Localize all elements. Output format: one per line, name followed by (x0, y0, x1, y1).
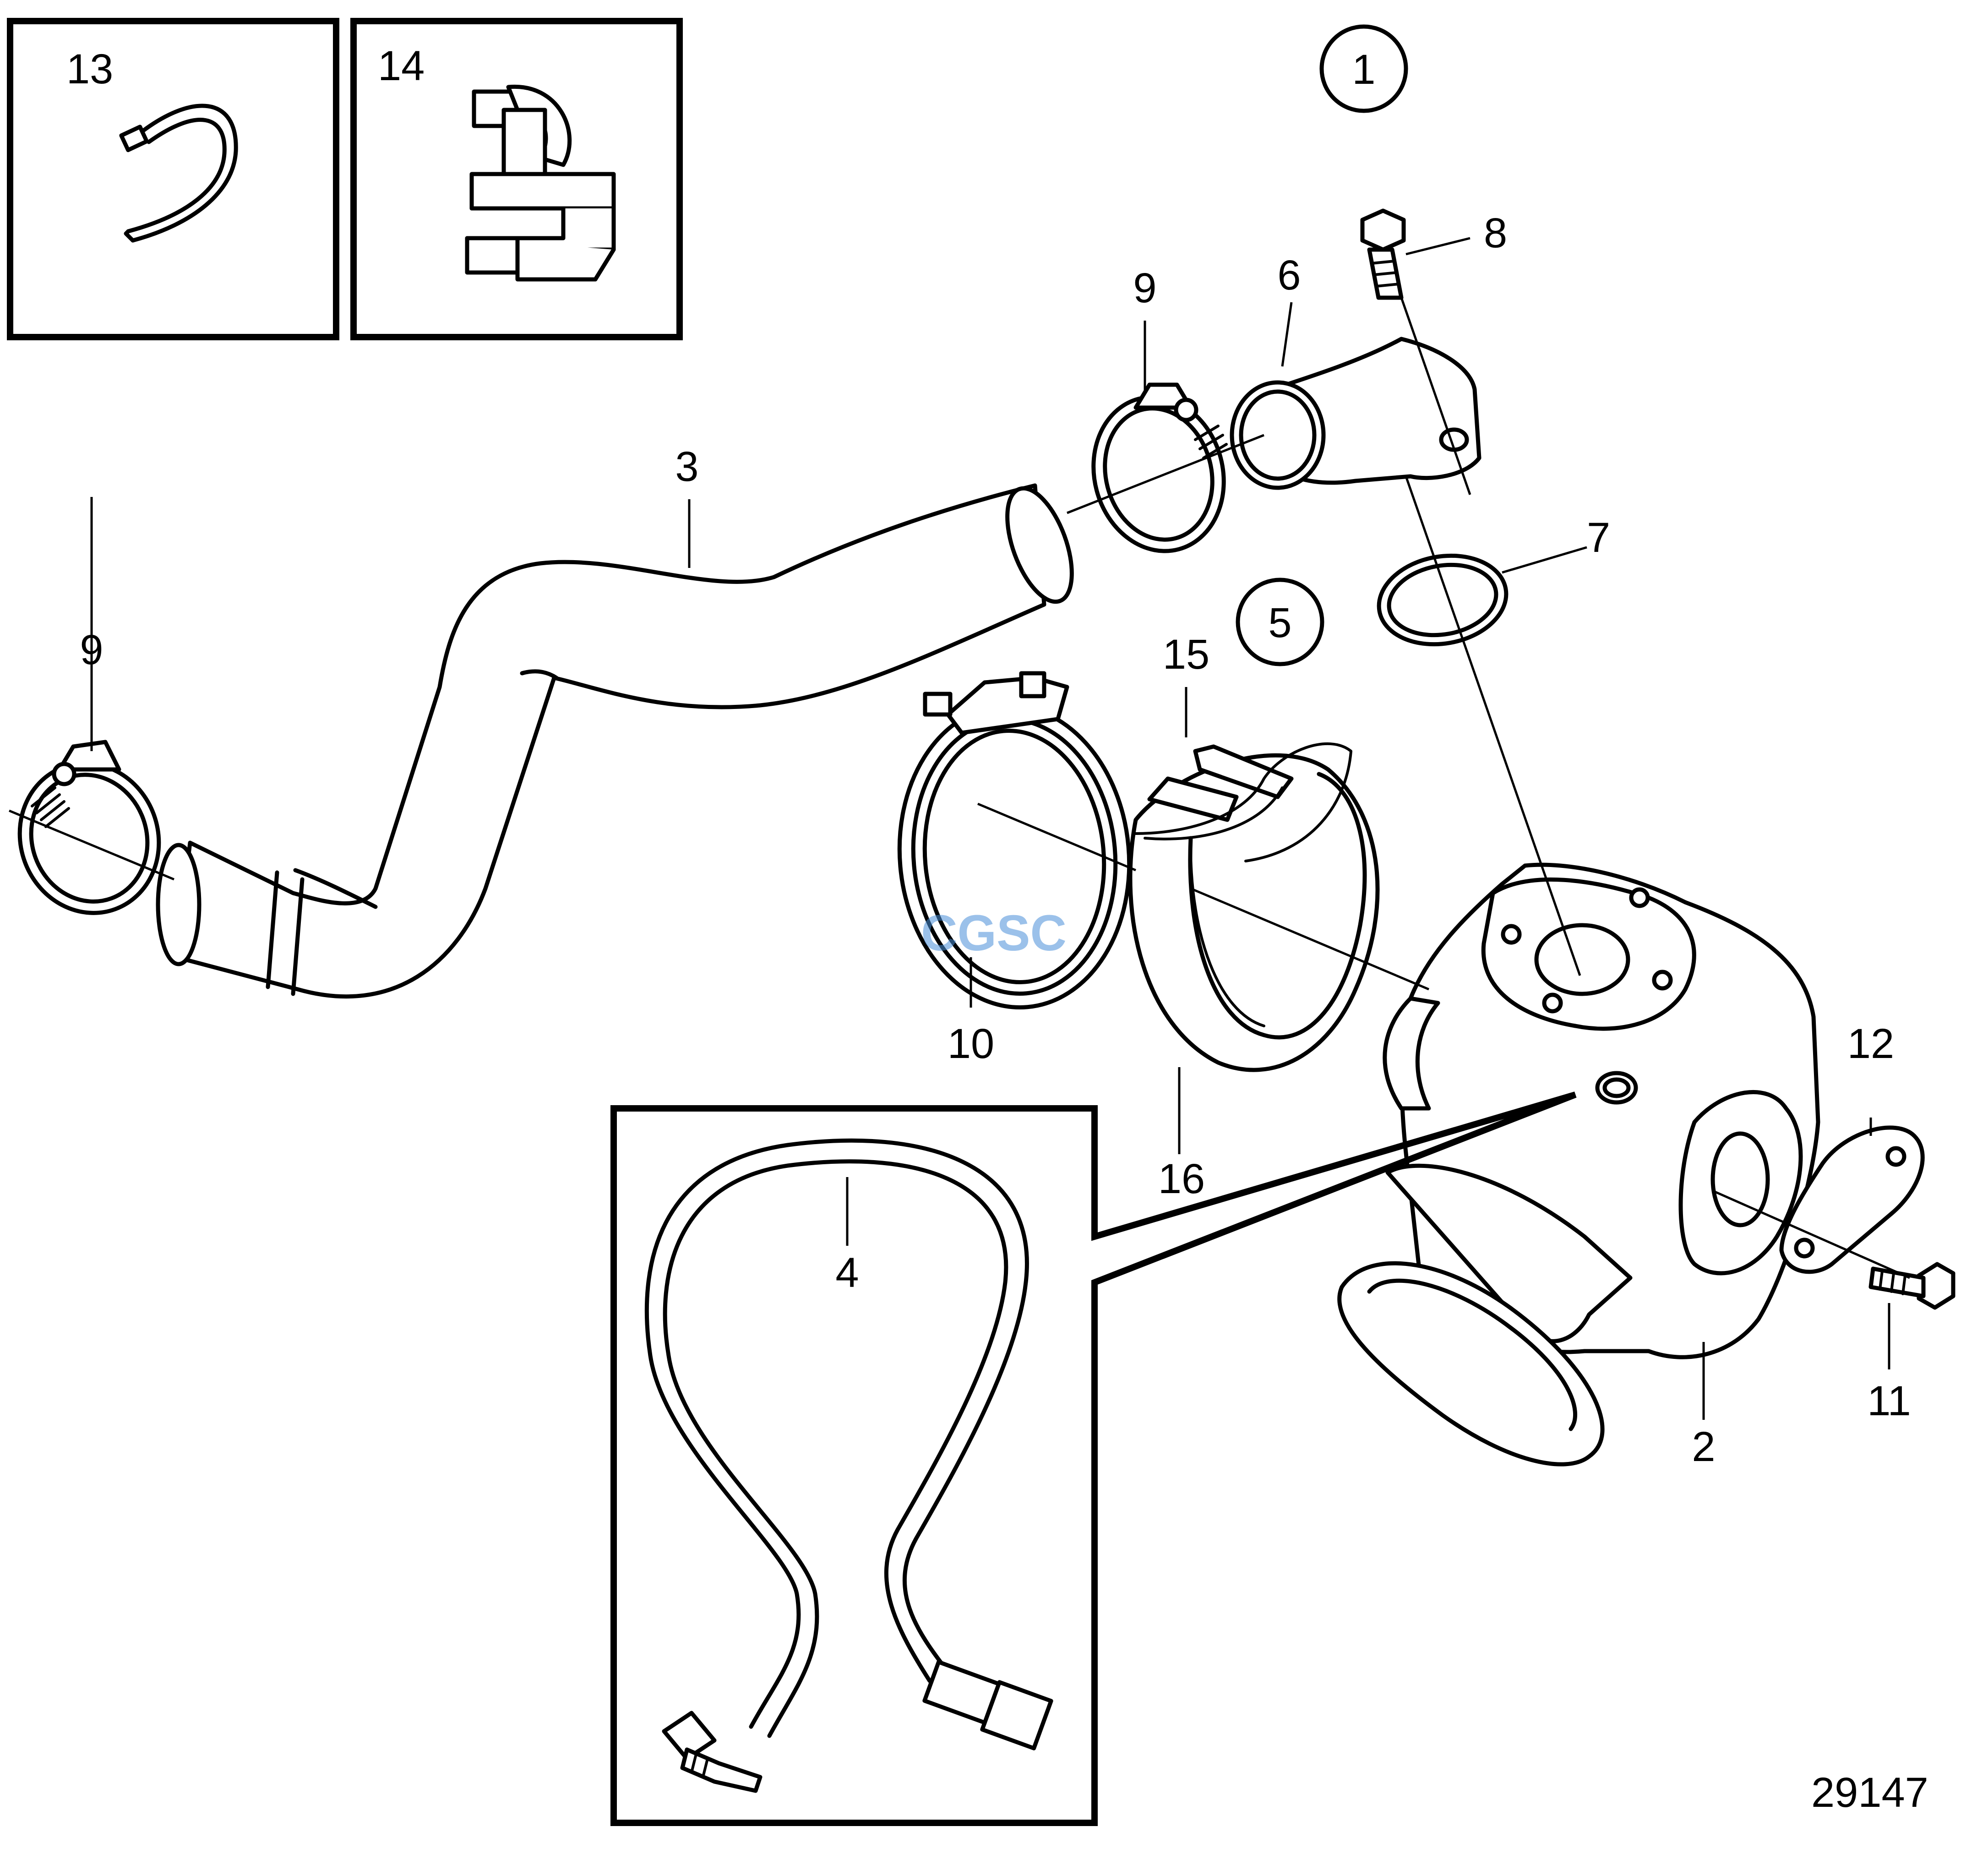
label-10: 10 (948, 1020, 994, 1067)
insulation-sleeve-part-16 (1128, 744, 1380, 1072)
elbow-pipe-part-6 (1230, 337, 1481, 490)
v-band-clamp-part-10 (897, 671, 1132, 1009)
label-2: 2 (1692, 1423, 1715, 1470)
bolt-part-11 (1868, 1262, 1955, 1310)
drawing-number: 29147 (1811, 1769, 1928, 1816)
coolant-hose-part-3 (156, 483, 1074, 999)
inset-box-13 (7, 18, 339, 340)
circled-ref-5: 5 (1236, 578, 1324, 666)
label-13: 13 (66, 46, 113, 93)
svg-text:5: 5 (1268, 600, 1291, 646)
inset-box-14 (350, 18, 683, 340)
label-7: 7 (1587, 514, 1610, 561)
lock-wire-part-15 (1134, 742, 1352, 862)
hose-clamp-part-9-left (17, 740, 161, 915)
o-ring-part-7 (1377, 553, 1509, 647)
label-9-right: 9 (1133, 265, 1156, 311)
label-8: 8 (1484, 210, 1507, 256)
label-9-left: 9 (80, 627, 103, 673)
circled-ref-1: 1 (1319, 24, 1408, 113)
clip-holder-icon (465, 84, 616, 282)
housing-part-2 (1337, 862, 1820, 1467)
svg-text:1: 1 (1352, 46, 1375, 93)
hose-clamp-part-9-right (1091, 382, 1228, 553)
label-16: 16 (1158, 1156, 1205, 1202)
part-labels: 13 14 8 9 6 3 7 9 15 10 12 16 4 11 2 (66, 43, 1911, 1470)
label-3: 3 (675, 443, 698, 490)
sensor-cable-inset-part-4 (610, 1091, 1577, 1826)
svg-text:CGSC: CGSC (921, 905, 1067, 961)
label-14: 14 (378, 43, 425, 89)
label-15: 15 (1163, 631, 1209, 678)
label-4: 4 (835, 1249, 859, 1296)
label-6: 6 (1277, 252, 1301, 299)
label-12: 12 (1847, 1020, 1894, 1067)
watermark: CGSC (921, 905, 1067, 961)
leader-lines (9, 237, 1911, 1420)
cable-tie-icon (119, 104, 238, 243)
bolt-part-8 (1360, 208, 1406, 300)
label-11: 11 (1867, 1378, 1911, 1424)
